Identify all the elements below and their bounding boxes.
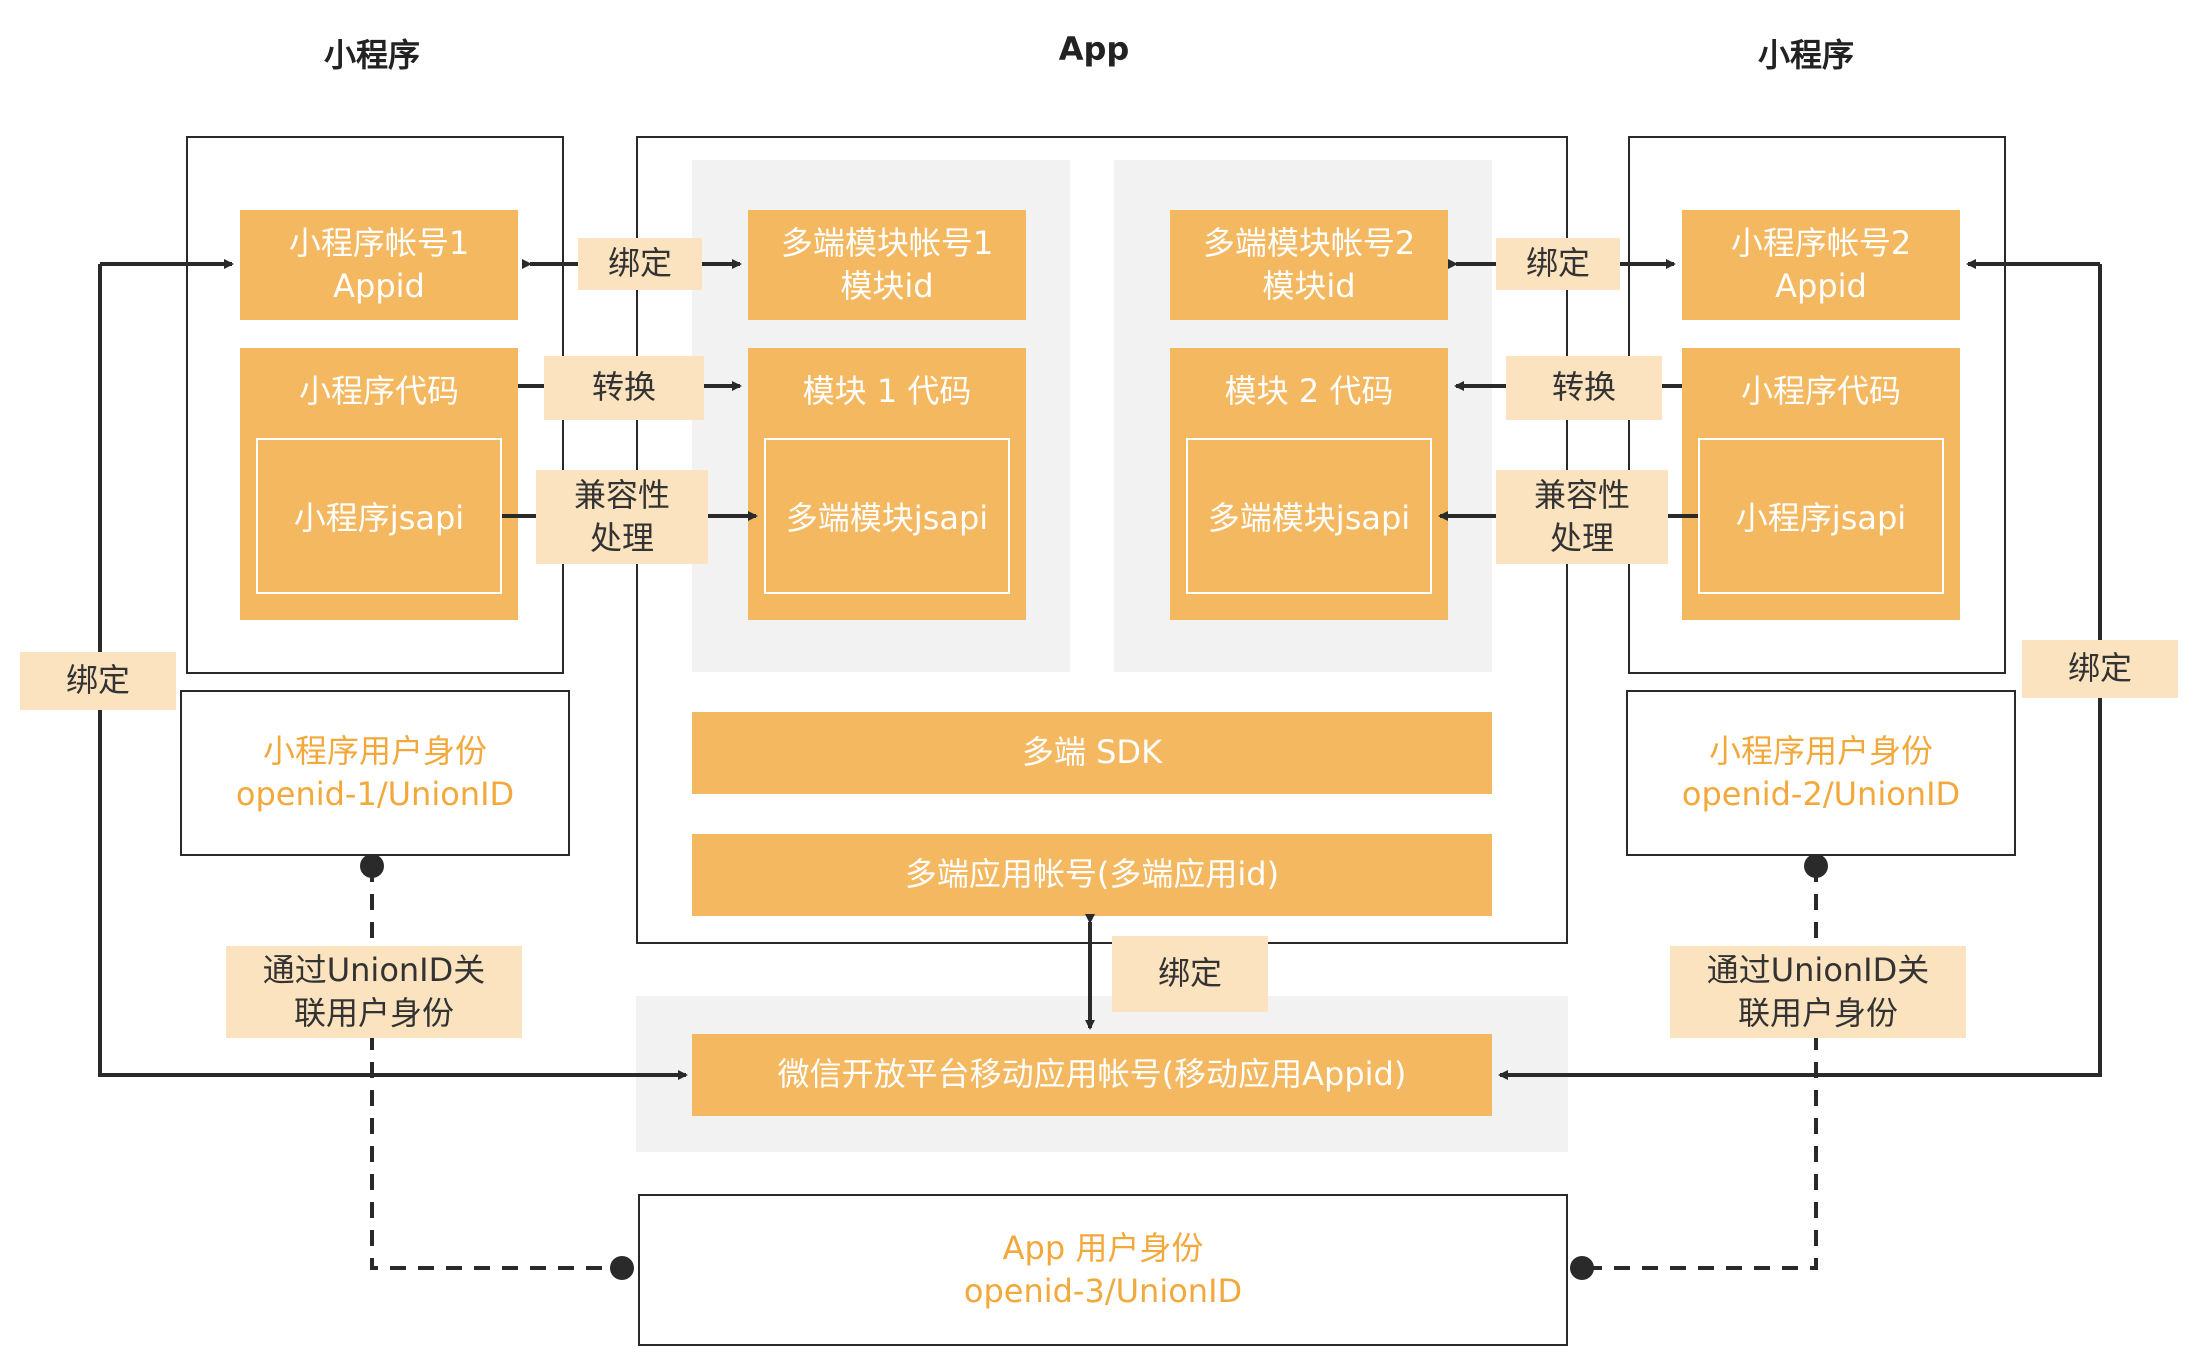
module1-jsapi: 多端模块jsapi xyxy=(764,438,1010,594)
multi-end-sdk: 多端 SDK xyxy=(692,712,1492,794)
right-account-line2: Appid xyxy=(1775,267,1867,305)
tag-convert-right: 转换 xyxy=(1506,356,1662,420)
tag-bind-outer-left: 绑定 xyxy=(20,652,176,710)
sdk-label: 多端 SDK xyxy=(1021,733,1163,772)
left-account-line2: Appid xyxy=(333,267,425,305)
right-union-dashed-line xyxy=(1584,866,1818,1270)
multi-end-app-account: 多端应用帐号(多端应用id) xyxy=(692,834,1492,916)
tag-convert-left-label: 转换 xyxy=(591,368,656,407)
module2-code-label: 模块 2 代码 xyxy=(1224,372,1394,410)
tag-bind-center: 绑定 xyxy=(1112,936,1268,1012)
tag-compat-right-line1: 兼容性 xyxy=(1533,475,1630,514)
app-column-title: App xyxy=(1058,30,1130,68)
tag-compat-left-line2: 处理 xyxy=(589,519,654,557)
right-identity-line2: openid-2/UnionID xyxy=(1681,775,1961,813)
app-account-label: 多端应用帐号(多端应用id) xyxy=(904,855,1280,894)
module1-account: 多端模块帐号1 模块id xyxy=(748,210,1026,320)
tag-bind-outer-right-label: 绑定 xyxy=(2067,649,2132,688)
module1-account-line2: 模块id xyxy=(840,267,934,305)
right-account-line1: 小程序帐号2 xyxy=(1730,223,1912,262)
app-identity-line2: openid-3/UnionID xyxy=(963,1272,1243,1310)
right-column-title: 小程序 xyxy=(1757,36,1854,74)
tag-union-right: 通过UnionID关 联用户身份 xyxy=(1670,946,1966,1038)
left-union-dashed-line xyxy=(370,866,620,1270)
tag-union-right-line2: 联用户身份 xyxy=(1737,994,1898,1032)
tag-bind-outer-right: 绑定 xyxy=(2022,640,2178,698)
tag-bind-outer-left-label: 绑定 xyxy=(65,661,130,700)
app-user-identity: App 用户身份 openid-3/UnionID xyxy=(638,1194,1568,1346)
tag-union-left-line1: 通过UnionID关 xyxy=(262,950,486,989)
right-miniprogram-code: 小程序代码 xyxy=(1682,348,1960,620)
tag-union-right-line1: 通过UnionID关 xyxy=(1706,950,1930,989)
module2-account-line2: 模块id xyxy=(1262,267,1356,305)
tag-bind-center-label: 绑定 xyxy=(1157,954,1222,993)
right-miniprogram-account: 小程序帐号2 Appid xyxy=(1682,210,1960,320)
left-identity-line2: openid-1/UnionID xyxy=(235,775,515,813)
module1-code-label: 模块 1 代码 xyxy=(802,372,972,410)
tag-union-left-line2: 联用户身份 xyxy=(293,994,454,1032)
left-miniprogram-code: 小程序代码 xyxy=(240,348,518,620)
tag-union-left: 通过UnionID关 联用户身份 xyxy=(226,946,522,1038)
module2-account: 多端模块帐号2 模块id xyxy=(1170,210,1448,320)
tag-compat-right: 兼容性 处理 xyxy=(1496,470,1668,564)
module2-code: 模块 2 代码 xyxy=(1170,348,1448,620)
right-identity-dot xyxy=(1804,854,1828,878)
tag-compat-left-line1: 兼容性 xyxy=(573,475,670,514)
right-code-label: 小程序代码 xyxy=(1740,372,1901,410)
tag-convert-right-label: 转换 xyxy=(1551,368,1616,407)
left-identity-dot xyxy=(360,854,384,878)
tag-compat-right-line2: 处理 xyxy=(1549,519,1614,557)
right-miniprogram-jsapi: 小程序jsapi xyxy=(1698,438,1944,594)
app-identity-line1: App 用户身份 xyxy=(1002,1228,1204,1267)
app-right-dot xyxy=(1570,1256,1594,1280)
tag-bind-left-label: 绑定 xyxy=(607,244,672,283)
module1-account-line1: 多端模块帐号1 xyxy=(780,223,994,262)
right-user-identity: 小程序用户身份 openid-2/UnionID xyxy=(1626,690,2016,856)
tag-convert-left: 转换 xyxy=(544,356,704,420)
left-account-line1: 小程序帐号1 xyxy=(288,223,470,262)
tag-bind-right-label: 绑定 xyxy=(1525,244,1590,283)
platform-account-label: 微信开放平台移动应用帐号(移动应用Appid) xyxy=(777,1055,1407,1094)
left-miniprogram-account: 小程序帐号1 Appid xyxy=(240,210,518,320)
module2-jsapi: 多端模块jsapi xyxy=(1186,438,1432,594)
left-outer-bind-line xyxy=(98,264,688,1080)
left-code-label: 小程序代码 xyxy=(298,372,459,410)
tag-compat-left: 兼容性 处理 xyxy=(536,470,708,564)
tag-bind-right: 绑定 xyxy=(1496,238,1620,290)
wechat-platform-account: 微信开放平台移动应用帐号(移动应用Appid) xyxy=(692,1034,1492,1116)
right-identity-line1: 小程序用户身份 xyxy=(1708,731,1933,770)
app-left-dot xyxy=(610,1256,634,1280)
module1-code: 模块 1 代码 xyxy=(748,348,1026,620)
module2-account-line1: 多端模块帐号2 xyxy=(1202,223,1416,262)
right-outer-bind-line xyxy=(1498,264,2102,1080)
left-user-identity: 小程序用户身份 openid-1/UnionID xyxy=(180,690,570,856)
left-column-title: 小程序 xyxy=(323,36,420,74)
left-identity-line1: 小程序用户身份 xyxy=(262,731,487,770)
left-miniprogram-jsapi: 小程序jsapi xyxy=(256,438,502,594)
tag-bind-left: 绑定 xyxy=(578,238,702,290)
